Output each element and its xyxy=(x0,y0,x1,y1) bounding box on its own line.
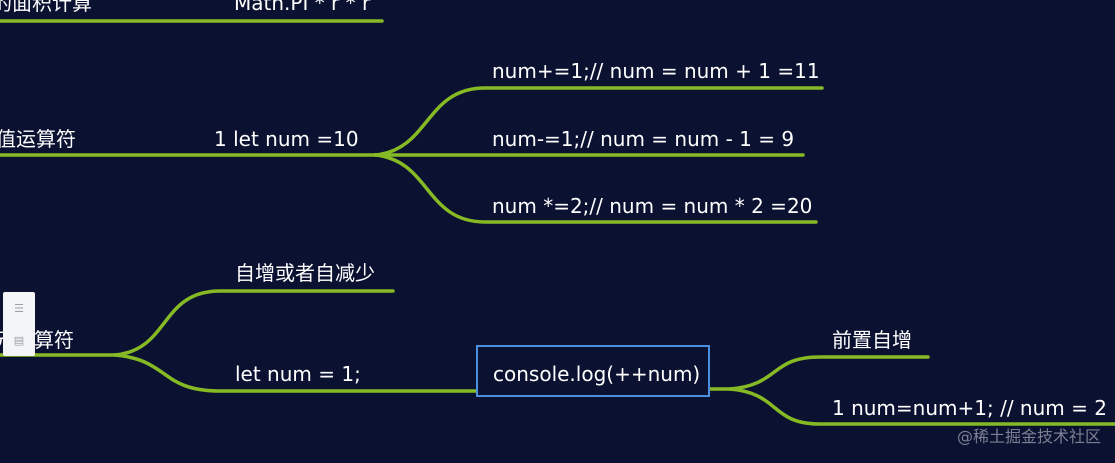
node-num-times-eq[interactable]: num *=2;// num = num * 2 =20 xyxy=(492,194,813,218)
list-icon[interactable]: ☰ xyxy=(14,301,24,315)
watermark: @稀土掘金技术社区 xyxy=(956,427,1101,446)
node-pre-increment[interactable]: 前置自增 xyxy=(832,328,912,352)
node-let-num-10[interactable]: 1 let num =10 xyxy=(214,127,359,151)
branch-num-eq-num-plus-1 xyxy=(728,387,1115,426)
node-num-plus-eq[interactable]: num+=1;// num = num + 1 =11 xyxy=(492,59,820,83)
node-assign-operator[interactable]: 值运算符 xyxy=(0,127,76,151)
branch-pre-increment xyxy=(728,355,930,391)
document-icon[interactable]: ▤ xyxy=(13,333,25,347)
node-incr-or-decr[interactable]: 自增或者自减少 xyxy=(235,261,375,285)
floating-toolbar: ☰ ▤ xyxy=(3,292,35,356)
branch-incr-or-decr xyxy=(113,289,395,357)
node-area-calc[interactable]: 的面积计算 xyxy=(0,0,92,15)
node-math-pi[interactable]: Math.PI * r * r xyxy=(234,0,371,15)
node-num-minus-eq[interactable]: num-=1;// num = num - 1 = 9 xyxy=(492,127,795,151)
branch-num-plus-eq xyxy=(373,86,824,157)
branch-let-num-1 xyxy=(113,353,478,393)
selected-node-box[interactable] xyxy=(476,345,710,397)
branch-num-times-eq xyxy=(373,153,818,224)
node-let-num-1[interactable]: let num = 1; xyxy=(235,362,361,386)
node-num-eq-num-plus-1[interactable]: 1 num=num+1; // num = 2 xyxy=(832,396,1107,420)
node-console-log[interactable]: console.log(++num) xyxy=(493,362,701,386)
